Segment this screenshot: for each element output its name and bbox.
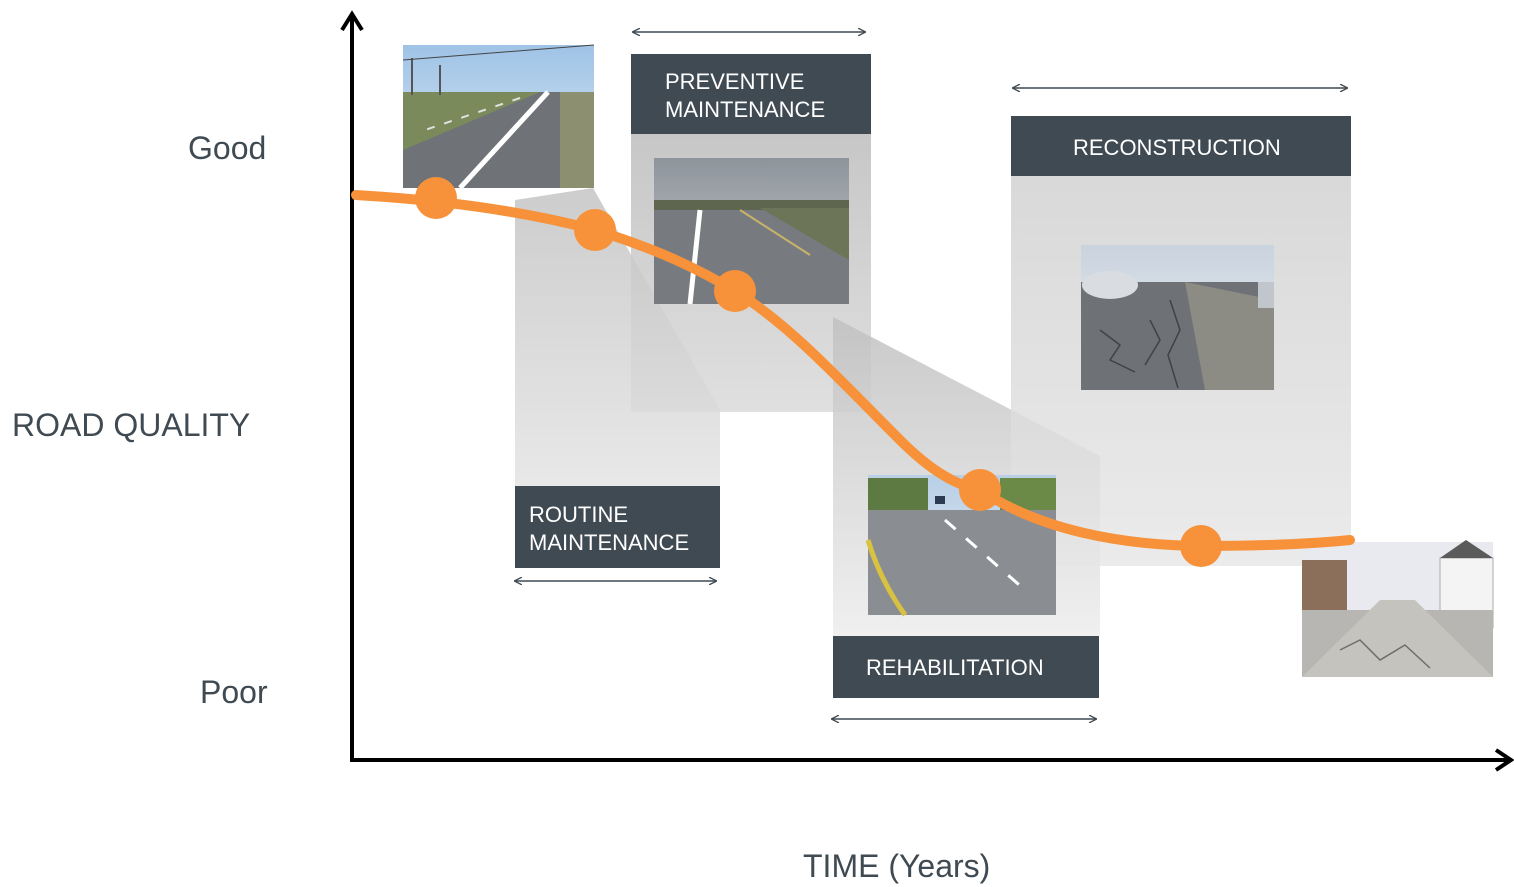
curve-marker (959, 469, 1001, 511)
y-top-label: Good (188, 130, 267, 166)
preventive-maintenance-label: PREVENTIVE MAINTENANCE (631, 54, 871, 134)
x-axis-title: TIME (Years) (803, 848, 991, 884)
y-bottom-label: Poor (200, 674, 268, 710)
curve-marker (574, 209, 616, 251)
routine-maintenance-label: ROUTINE MAINTENANCE (515, 486, 720, 568)
reconstruction-road-photo (1081, 245, 1274, 390)
axes (340, 10, 1514, 772)
curve-marker (714, 270, 756, 312)
rehabilitation-label: REHABILITATION (833, 636, 1099, 698)
duration-arrows (515, 32, 1347, 719)
curve-marker (1180, 525, 1222, 567)
y-axis-arrowhead (340, 10, 364, 32)
x-axis-arrowhead (1494, 748, 1514, 772)
reconstruction-label: RECONSTRUCTION (1011, 116, 1351, 176)
curve-markers (415, 177, 1222, 567)
failed-street-photo (1302, 540, 1494, 677)
curve-marker (415, 177, 457, 219)
new-highway-photo (402, 44, 595, 190)
y-axis-title: ROAD QUALITY (12, 407, 251, 443)
